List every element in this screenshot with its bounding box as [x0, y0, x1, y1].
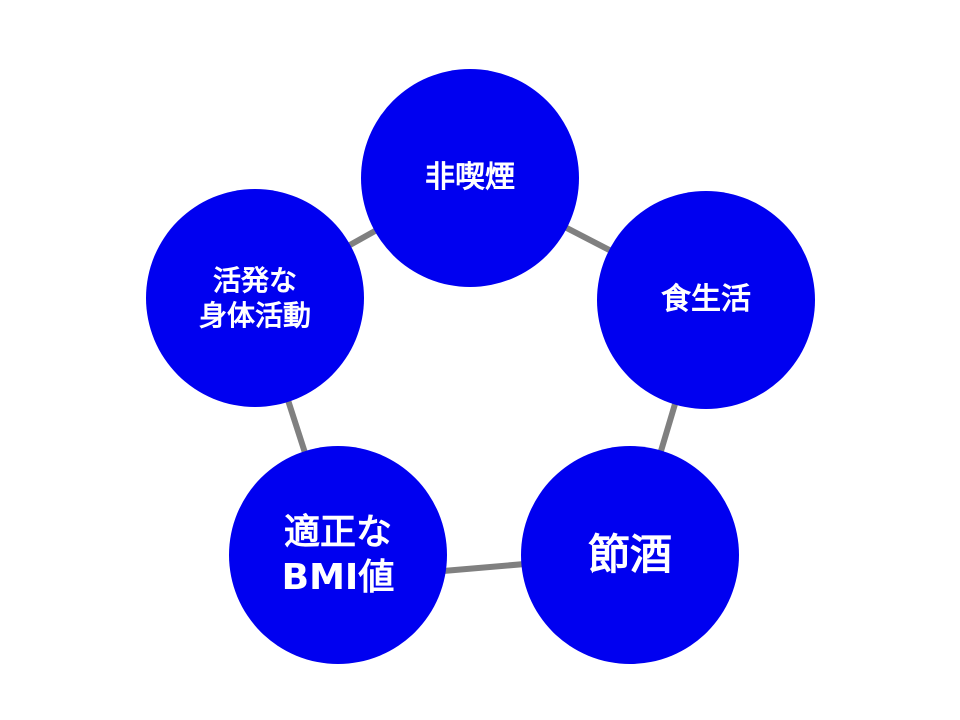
- node-label-line2: BMI値: [281, 557, 395, 598]
- node-label: 節酒: [587, 529, 672, 579]
- node-non-smoking: 非喫煙: [361, 69, 579, 287]
- node-label-line1: 活発な: [212, 264, 297, 297]
- node-physical-activity: 活発な身体活動: [146, 189, 364, 407]
- node-diet: 食生活: [597, 191, 815, 409]
- node-label: 食生活: [661, 282, 751, 318]
- node-moderate-drinking: 節酒: [521, 446, 739, 664]
- node-label: 非喫煙: [425, 160, 515, 196]
- node-label-line2: 身体活動: [198, 299, 311, 332]
- node-label-line1: 適正な: [283, 512, 392, 553]
